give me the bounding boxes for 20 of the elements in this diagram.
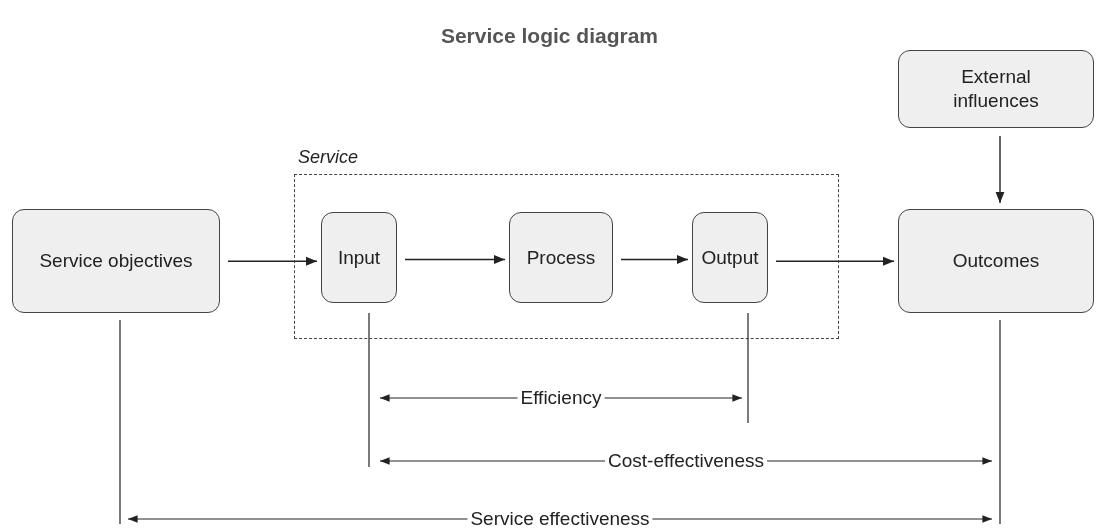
diagram-title: Service logic diagram — [439, 24, 660, 48]
process-box — [692, 212, 768, 303]
process-box — [898, 209, 1094, 313]
node-text: Input — [336, 245, 382, 270]
group-frame — [294, 174, 839, 339]
process-box — [509, 212, 613, 303]
arrow — [620, 255, 689, 264]
process-box — [321, 212, 397, 303]
arrow — [995, 135, 1005, 204]
process-box — [12, 209, 220, 313]
group-title: Service — [298, 147, 359, 168]
node-text: Service objectives — [38, 249, 194, 273]
arrow — [227, 256, 318, 266]
arrow — [404, 255, 506, 264]
arrow — [775, 256, 895, 266]
node-text: Process — [525, 245, 597, 270]
process-box — [898, 50, 1094, 128]
node-text: External influences — [952, 65, 1040, 113]
node-text: Outcomes — [951, 249, 1041, 273]
node-text: Output — [700, 245, 760, 270]
